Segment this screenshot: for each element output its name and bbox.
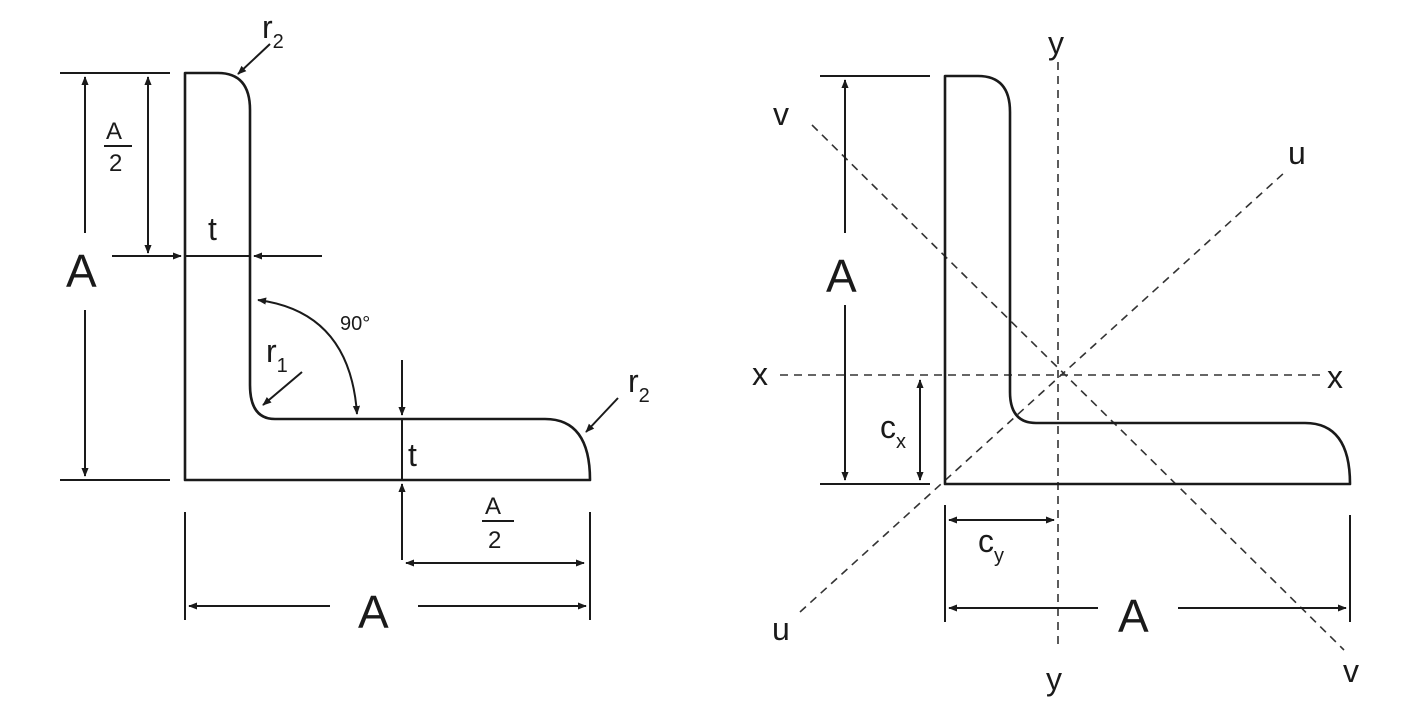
r2-right-label: r2 (628, 363, 650, 407)
t-leg-label: t (208, 211, 217, 247)
r1-label: r1 (266, 333, 288, 377)
right-height-A-label: A (826, 250, 857, 302)
half-right-den: 2 (488, 527, 501, 554)
t-flange-label: t (408, 437, 417, 473)
angle-label: 90° (340, 313, 370, 335)
cx-label: cx (880, 409, 906, 453)
v-top-label: v (773, 96, 789, 132)
x-right-label: x (1327, 359, 1343, 395)
u-bottom-label: u (772, 611, 790, 647)
cy-label: cy (978, 523, 1004, 567)
right-angle-outline (943, 74, 1352, 486)
r2-right-arrow (585, 397, 619, 433)
right-angle-axes: y v u A x x cx cy u A y v (752, 25, 1359, 697)
v-axis-line (811, 124, 1345, 651)
half-top-num: A (106, 118, 122, 145)
u-top-label: u (1288, 135, 1306, 171)
left-angle-dimensions: r2 A 2 t A 90° r1 r2 t A 2 A (60, 9, 650, 638)
r1-arrow (262, 371, 303, 406)
height-A-label: A (66, 245, 97, 297)
angle-arc (257, 297, 361, 415)
half-top-den: 2 (109, 150, 122, 177)
u-axis-line (799, 171, 1286, 613)
x-left-label: x (752, 356, 768, 392)
y-top-label: y (1048, 25, 1064, 61)
width-A-label: A (358, 586, 389, 638)
half-right-num: A (485, 493, 501, 520)
r2-top-arrow (237, 43, 271, 75)
v-bottom-label: v (1343, 653, 1359, 689)
y-bottom-label: y (1046, 661, 1062, 697)
right-width-A-label: A (1118, 590, 1149, 642)
r2-top-label: r2 (262, 9, 284, 53)
left-angle-outline (183, 71, 592, 482)
